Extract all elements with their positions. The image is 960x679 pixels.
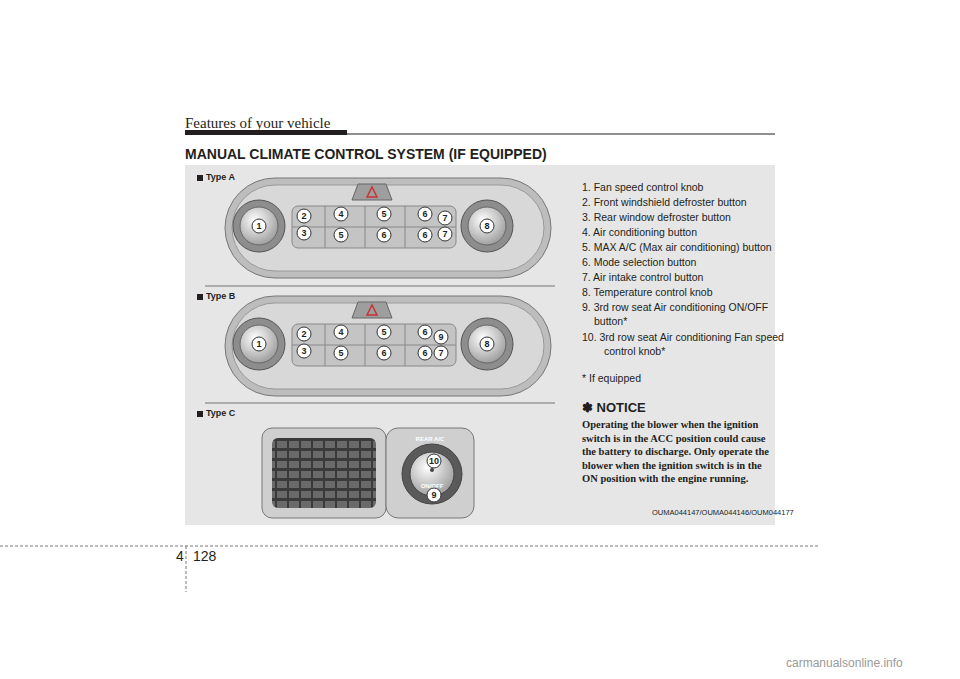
list-item: 3. Rear window defroster button [582, 210, 790, 224]
callout-number: 8 [480, 219, 495, 234]
callout-number: 3 [297, 226, 312, 241]
callout-number: 1 [252, 337, 267, 352]
callout-number: 6 [418, 346, 433, 361]
list-item: 2. Front windshield defroster button [582, 195, 790, 209]
callout-number: 5 [377, 207, 392, 222]
callout-number: 2 [297, 209, 312, 224]
notice-heading: ✽ NOTICE [582, 400, 646, 415]
section-header: Features of your vehicle [185, 115, 330, 132]
callout-number: 6 [418, 207, 433, 222]
callout-number: 7 [438, 227, 453, 242]
callout-number: 5 [377, 325, 392, 340]
callout-number: 6 [377, 346, 392, 361]
page-title: MANUAL CLIMATE CONTROL SYSTEM (IF EQUIPP… [185, 146, 547, 162]
callout-number: 6 [418, 228, 433, 243]
footnote: * If equipped [582, 372, 641, 384]
notice-text: Operating the blower when the ignition s… [582, 418, 778, 486]
callout-number: 7 [438, 211, 453, 226]
callout-number: 9 [434, 330, 449, 345]
list-item: 10. 3rd row seat Air conditioning Fan sp… [582, 330, 800, 358]
list-item: 1. Fan speed control knob [582, 180, 790, 194]
callout-number: 1 [252, 219, 267, 234]
list-item: 8. Temperature control knob [582, 285, 790, 299]
callout-number: 7 [434, 346, 449, 361]
callout-number: 10 [427, 454, 442, 469]
list-item: 6. Mode selection button [582, 255, 790, 269]
callout-number: 5 [334, 346, 349, 361]
panel-label: REAR A/C [416, 436, 445, 442]
list-item: 5. MAX A/C (Max air conditioning) button [582, 240, 790, 254]
chapter-number: 4 [176, 548, 184, 564]
callout-number: 6 [377, 228, 392, 243]
image-code: OUMA044147/OUMA044146/OUM044177 [652, 508, 794, 517]
callout-number: 4 [334, 207, 349, 222]
list-item: 4. Air conditioning button [582, 225, 790, 239]
callout-number: 2 [297, 327, 312, 342]
callout-number: 3 [297, 344, 312, 359]
watermark: carmanualsonline.info [786, 656, 903, 670]
type-label: Type C [206, 408, 235, 418]
callout-number: 6 [418, 325, 433, 340]
callout-number: 8 [480, 337, 495, 352]
callout-number: 4 [334, 325, 349, 340]
list-item: 9. 3rd row seat Air conditioning ON/OFF … [582, 300, 790, 328]
list-item: 7. Air intake control button [582, 270, 790, 284]
callout-number: 5 [334, 228, 349, 243]
type-label: Type B [206, 291, 235, 301]
type-label: Type A [206, 172, 235, 182]
page-number: 128 [193, 548, 216, 564]
callout-number: 9 [427, 488, 442, 503]
